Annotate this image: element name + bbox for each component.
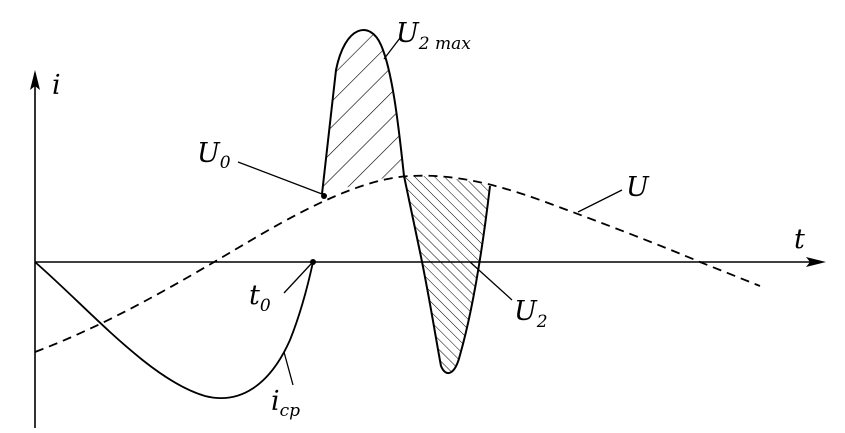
u2-pulse-curve xyxy=(321,29,491,375)
u0-leader xyxy=(237,161,323,195)
u2-hatched-region xyxy=(404,175,490,374)
u-leader xyxy=(577,189,623,213)
y-axis-label: i xyxy=(52,70,61,101)
u2-label: U2 xyxy=(514,296,548,332)
u-curve-dashed xyxy=(34,174,761,353)
y-axis-arrowhead xyxy=(30,70,40,90)
u2max-leader xyxy=(383,37,401,60)
u2max-hatched-region xyxy=(322,30,404,194)
t0-point xyxy=(310,259,316,265)
u0-label: U0 xyxy=(197,138,231,173)
u-label: U xyxy=(626,172,650,203)
icp-curve xyxy=(34,261,314,400)
x-axis-label: t xyxy=(794,224,805,255)
t0-leader xyxy=(283,263,312,294)
icp-label: icp xyxy=(271,386,300,421)
u0-point xyxy=(321,193,327,199)
u2-leader xyxy=(469,261,513,301)
x-axis-arrowhead xyxy=(806,257,826,267)
u2max-label: U2 max xyxy=(396,18,471,54)
icp-leader xyxy=(283,351,294,386)
t0-label: t0 xyxy=(249,280,271,316)
